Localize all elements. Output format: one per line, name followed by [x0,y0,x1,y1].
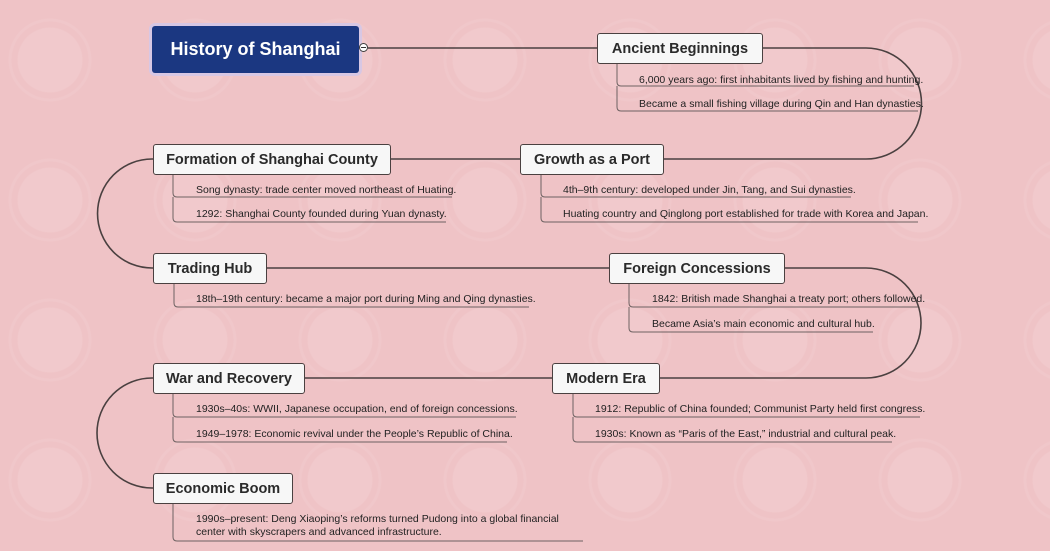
topic-title: Ancient Beginnings [611,40,749,57]
topic-title: Formation of Shanghai County [166,151,378,168]
topic-war-and-recovery[interactable]: War and Recovery [153,363,305,394]
subtopic[interactable]: 18th–19th century: became a major port d… [196,293,536,305]
topic-title: Growth as a Port [533,151,651,168]
subtopic[interactable]: Song dynasty: trade center moved northea… [196,184,457,196]
subtopic[interactable]: 4th–9th century: developed under Jin, Ta… [563,184,856,196]
root-title: History of Shanghai [170,39,341,59]
topic-title: Foreign Concessions [623,260,771,277]
subtopic[interactable]: 1292: Shanghai County founded during Yua… [196,208,447,220]
subtopic[interactable]: 1949–1978: Economic revival under the Pe… [196,428,513,440]
topic-formation-of-shanghai-county[interactable]: Formation of Shanghai County [153,144,391,175]
subtopic[interactable]: Became Asia’s main economic and cultural… [652,318,875,330]
root-topic[interactable]: History of Shanghai [152,26,359,73]
subtopic[interactable]: Became a small fishing village during Qi… [639,98,924,110]
topic-modern-era[interactable]: Modern Era [552,363,660,394]
topic-title: Economic Boom [165,480,281,497]
subtopic[interactable]: 1990s–present: Deng Xiaoping’s reforms t… [196,513,559,538]
subtopic[interactable]: Huating country and Qinglong port establ… [563,208,929,220]
topic-economic-boom[interactable]: Economic Boom [153,473,293,504]
subtopic[interactable]: 1842: British made Shanghai a treaty por… [652,293,926,305]
subtopic[interactable]: 1930s–40s: WWII, Japanese occupation, en… [196,403,518,415]
minus-circle-icon[interactable] [359,43,368,52]
subtopic[interactable]: 6,000 years ago: first inhabitants lived… [639,74,924,86]
topic-growth-as-a-port[interactable]: Growth as a Port [520,144,664,175]
topic-title: Trading Hub [167,260,253,277]
subtopic[interactable]: 1930s: Known as “Paris of the East,” ind… [595,428,897,440]
topic-foreign-concessions[interactable]: Foreign Concessions [609,253,785,284]
topic-ancient-beginnings[interactable]: Ancient Beginnings [597,33,763,64]
subtopic[interactable]: 1912: Republic of China founded; Communi… [595,403,926,415]
topic-title: War and Recovery [166,370,292,387]
topic-title: Modern Era [566,370,646,387]
topic-trading-hub[interactable]: Trading Hub [153,253,267,284]
